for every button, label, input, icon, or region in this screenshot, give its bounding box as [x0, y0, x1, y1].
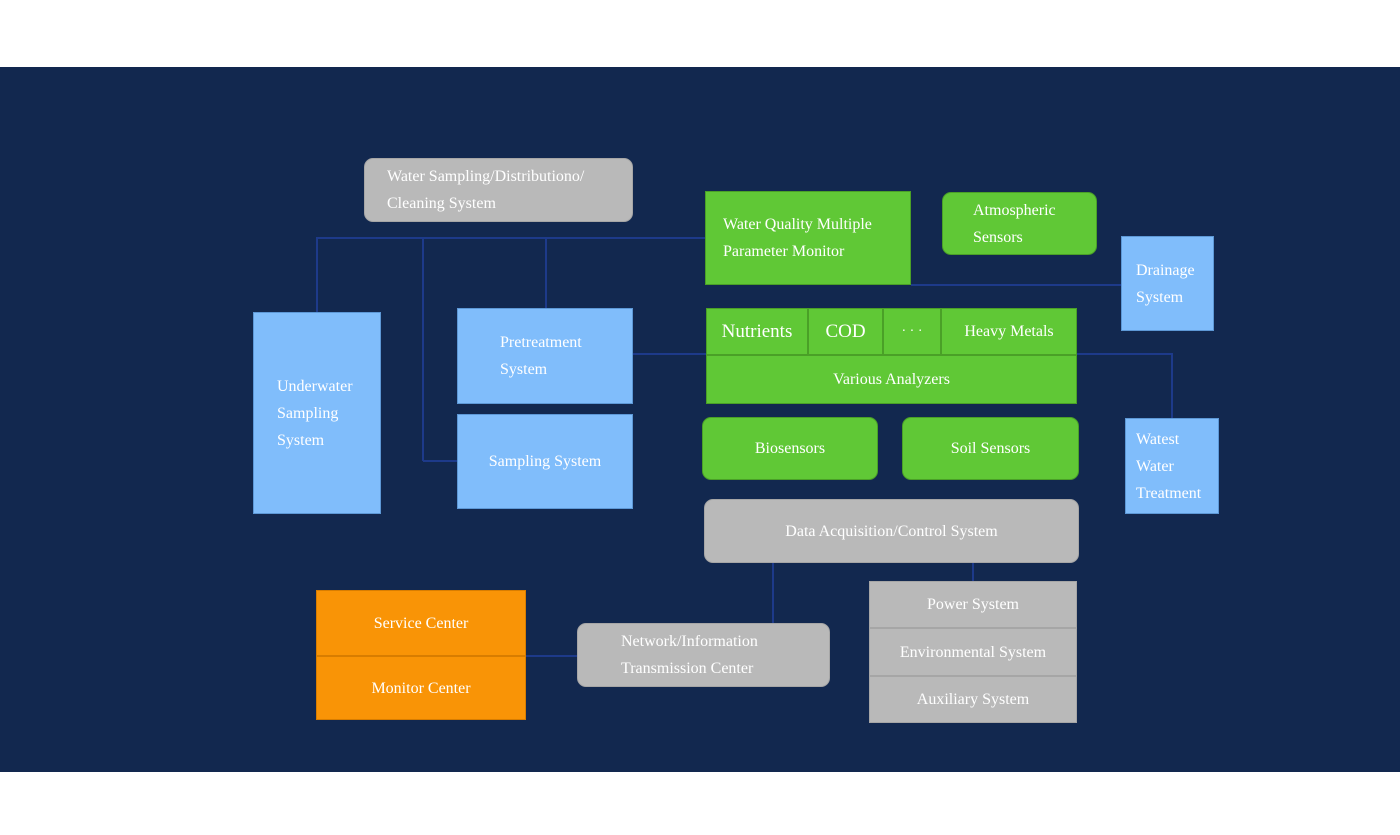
nutrients-label: Nutrients	[721, 321, 793, 342]
service-center-box: Service Center	[316, 590, 526, 656]
ellipsis-cell: · · ·	[883, 308, 941, 355]
data-acquisition-control-label: Data Acquisition/Control System	[785, 522, 998, 540]
water-sampling-distribution-cleaning-box: Water Sampling/Distributiono/ Cleaning S…	[364, 158, 633, 222]
pretreatment-system-label: Pretreatment System	[500, 334, 582, 378]
environmental-system-box: Environmental System	[869, 628, 1077, 676]
power-system-label: Power System	[927, 596, 1019, 613]
atmospheric-sensors-label: Atmospheric Sensors	[973, 201, 1056, 246]
heavy-metals-label: Heavy Metals	[964, 323, 1054, 340]
connector-analyzers-wastewater	[1077, 353, 1173, 418]
water-sampling-distribution-cleaning-label: Water Sampling/Distributiono/ Cleaning S…	[387, 168, 585, 212]
drainage-system-label: Drainage System	[1136, 261, 1195, 306]
data-acquisition-control-box: Data Acquisition/Control System	[704, 499, 1079, 563]
wastewater-treatment-box: Watest Water Treatment	[1125, 418, 1219, 514]
sampling-system-box: Sampling System	[457, 414, 633, 509]
nutrients-cell: Nutrients	[706, 308, 808, 355]
network-information-transmission-label: Network/Information Transmission Center	[621, 633, 758, 677]
cod-label: COD	[825, 321, 866, 342]
underwater-sampling-label: Underwater Sampling System	[277, 377, 353, 449]
sampling-system-label: Sampling System	[488, 453, 602, 470]
soil-sensors-box: Soil Sensors	[902, 417, 1079, 480]
environmental-system-label: Environmental System	[899, 643, 1047, 661]
auxiliary-system-box: Auxiliary System	[869, 676, 1077, 723]
ellipsis-label: · · ·	[901, 324, 923, 339]
biosensors-label: Biosensors	[754, 440, 826, 457]
pretreatment-system-box: Pretreatment System	[457, 308, 633, 404]
connector-monitor-bus	[316, 237, 705, 312]
various-analyzers-box: Various Analyzers	[706, 355, 1077, 404]
atmospheric-sensors-box: Atmospheric Sensors	[942, 192, 1097, 255]
cod-cell: COD	[808, 308, 883, 355]
wastewater-treatment-label: Watest Water Treatment	[1136, 430, 1202, 502]
soil-sensors-label: Soil Sensors	[950, 440, 1031, 457]
various-analyzers-label: Various Analyzers	[833, 371, 950, 388]
monitor-center-label: Monitor Center	[371, 679, 471, 697]
heavy-metals-cell: Heavy Metals	[941, 308, 1077, 355]
water-quality-monitor-box: Water Quality Multiple Parameter Monitor	[705, 191, 911, 285]
service-center-label: Service Center	[373, 614, 469, 632]
monitor-center-box: Monitor Center	[316, 656, 526, 720]
auxiliary-system-label: Auxiliary System	[916, 691, 1030, 708]
water-quality-monitor-label: Water Quality Multiple Parameter Monitor	[723, 216, 872, 260]
power-system-box: Power System	[869, 581, 1077, 628]
biosensors-box: Biosensors	[702, 417, 878, 480]
underwater-sampling-box: Underwater Sampling System	[253, 312, 381, 514]
network-information-transmission-box: Network/Information Transmission Center	[577, 623, 830, 687]
drainage-system-box: Drainage System	[1121, 236, 1214, 331]
